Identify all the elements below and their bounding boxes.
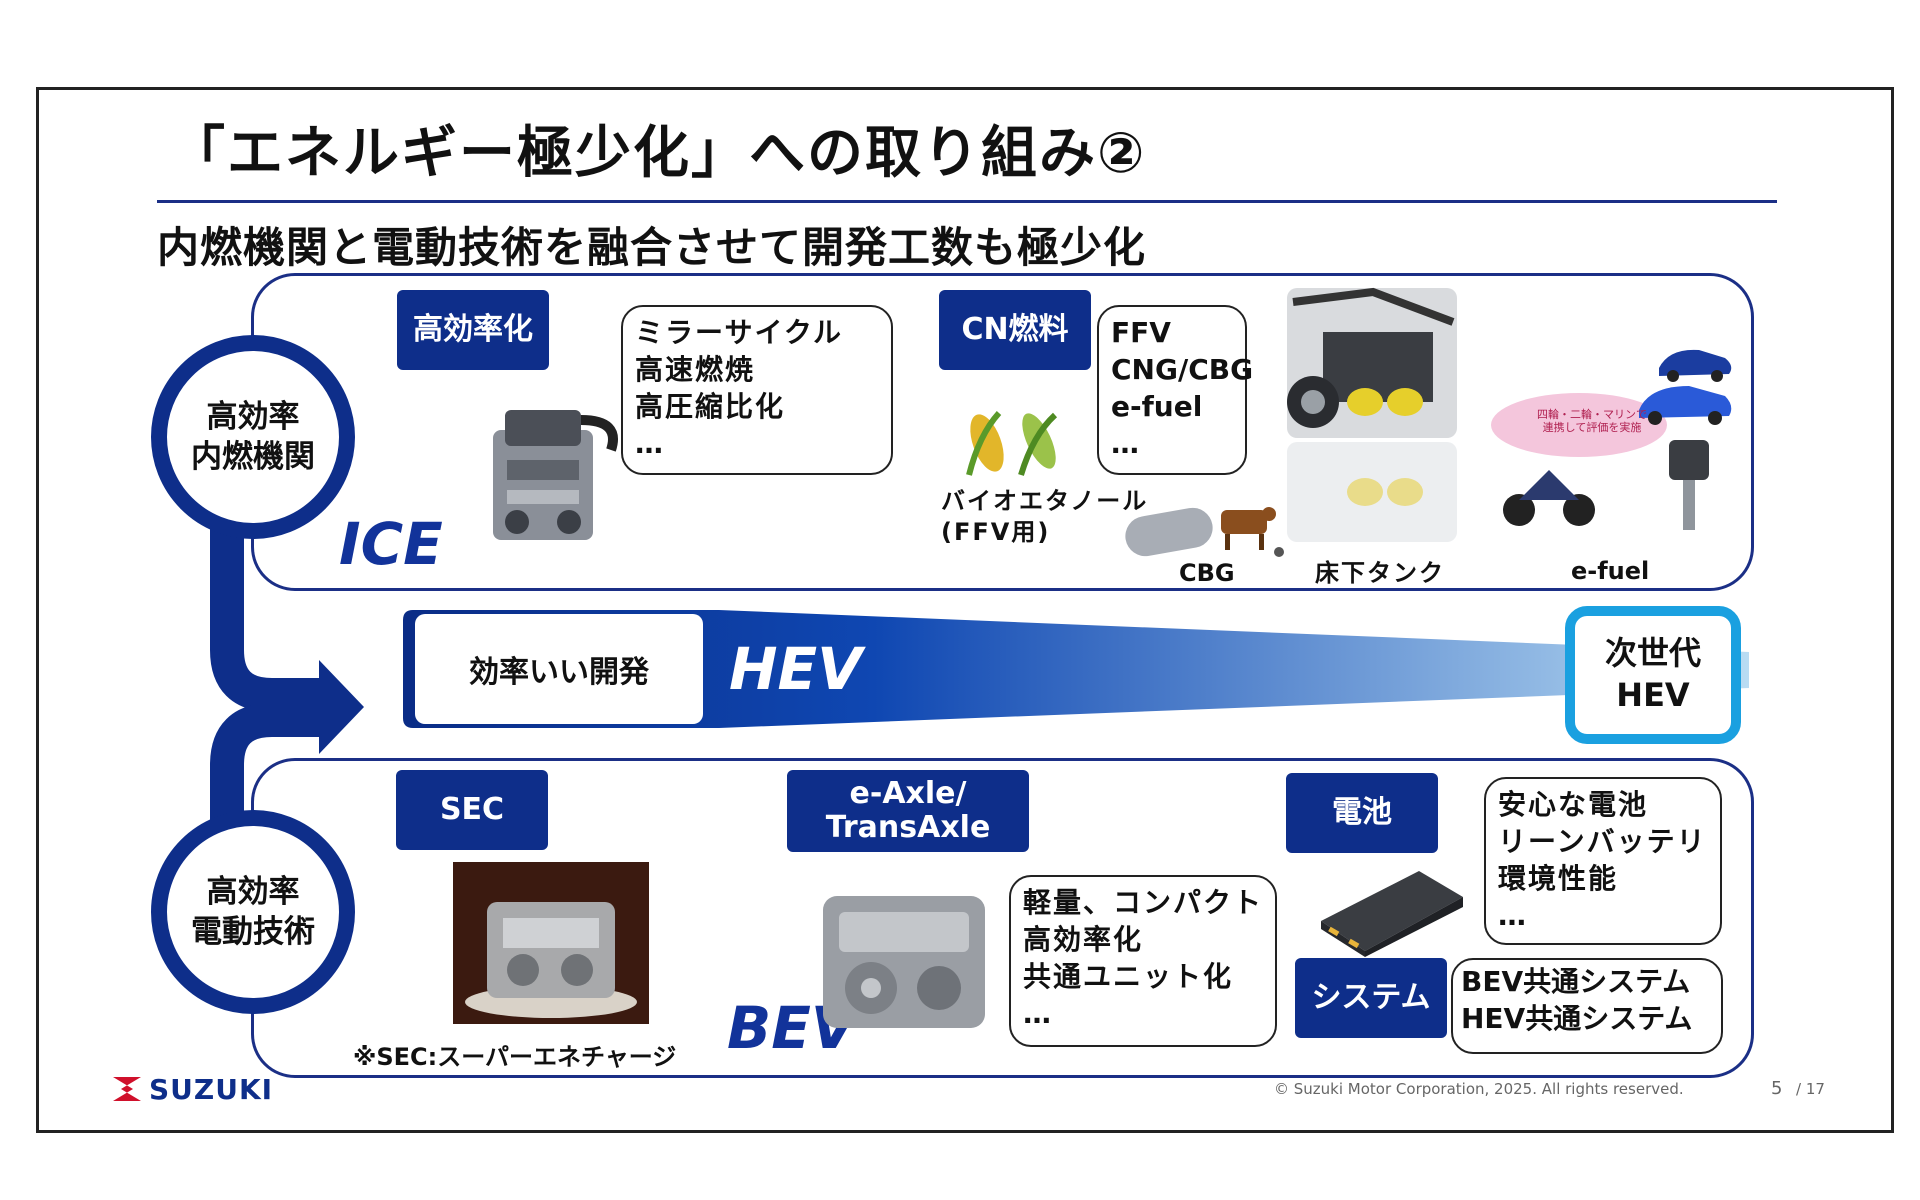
connector-arrow-icon: [210, 520, 364, 910]
corn-icon: [966, 410, 1058, 476]
brand-name: SUZUKI: [149, 1073, 274, 1106]
sec-tag: SEC: [396, 770, 548, 850]
cn-fuel-note: FFV CNG/CBG e-fuel …: [1097, 305, 1253, 475]
cbg-tank-icon: [1125, 507, 1284, 557]
hev-efficient-box: 効率いい開発: [415, 614, 703, 724]
efficiency-tag: 高効率化: [397, 290, 549, 370]
page-title: 「エネルギー極少化」への取り組み②: [169, 121, 1147, 186]
eaxle-icon: [823, 896, 985, 1028]
copyright: © Suzuki Motor Corporation, 2025. All ri…: [1274, 1080, 1684, 1098]
bioethanol-caption: バイオエタノール (FFV用): [941, 487, 1149, 547]
hev-label: HEV: [729, 635, 863, 703]
cn-fuel-tag: CN燃料: [939, 290, 1091, 370]
eaxle-note: 軽量、コンパクト 高効率化 共通ユニット化 …: [1009, 875, 1277, 1047]
efuel-bubble: 四輪・二輪・マリンで 連携して評価を実施: [1537, 408, 1647, 435]
page-number: 5: [1771, 1078, 1783, 1099]
efuel-caption: e-fuel: [1571, 557, 1650, 585]
underfloor-tank-icon: [1287, 287, 1457, 542]
underfloor-caption: 床下タンク: [1315, 559, 1445, 587]
efficiency-note: ミラーサイクル 高速燃焼 高圧縮比化 …: [621, 305, 893, 475]
battery-note: 安心な電池 リーンバッテリ 環境性能 …: [1484, 777, 1722, 945]
bev-circle: 高効率 電動技術: [151, 810, 355, 1014]
battery-icon: [1321, 871, 1463, 957]
page-total: / 17: [1796, 1080, 1825, 1098]
engine-icon: [493, 410, 618, 540]
efuel-vehicles-icon: [1491, 349, 1732, 530]
title-rule: [157, 200, 1777, 203]
slide: 「エネルギー極少化」への取り組み② 内燃機関と電動技術を融合させて開発工数も極少…: [36, 87, 1894, 1133]
sec-footnote: ※SEC:スーパーエネチャージ: [353, 1043, 677, 1071]
suzuki-logo-icon: [113, 1077, 141, 1101]
sec-unit-photo: [453, 862, 649, 1024]
cbg-caption: CBG: [1179, 559, 1235, 587]
ice-label: ICE: [339, 510, 443, 578]
ice-circle: 高効率 内燃機関: [151, 335, 355, 539]
system-tag: システム: [1295, 958, 1447, 1038]
page-subtitle: 内燃機関と電動技術を融合させて開発工数も極少化: [157, 223, 1147, 272]
eaxle-tag: e-Axle/ TransAxle: [787, 770, 1029, 852]
system-note: BEV共通システム HEV共通システム: [1451, 958, 1723, 1054]
hev-band: [403, 610, 1749, 728]
next-gen-hev: 次世代 HEV: [1565, 606, 1741, 744]
battery-tag: 電池: [1286, 773, 1438, 853]
